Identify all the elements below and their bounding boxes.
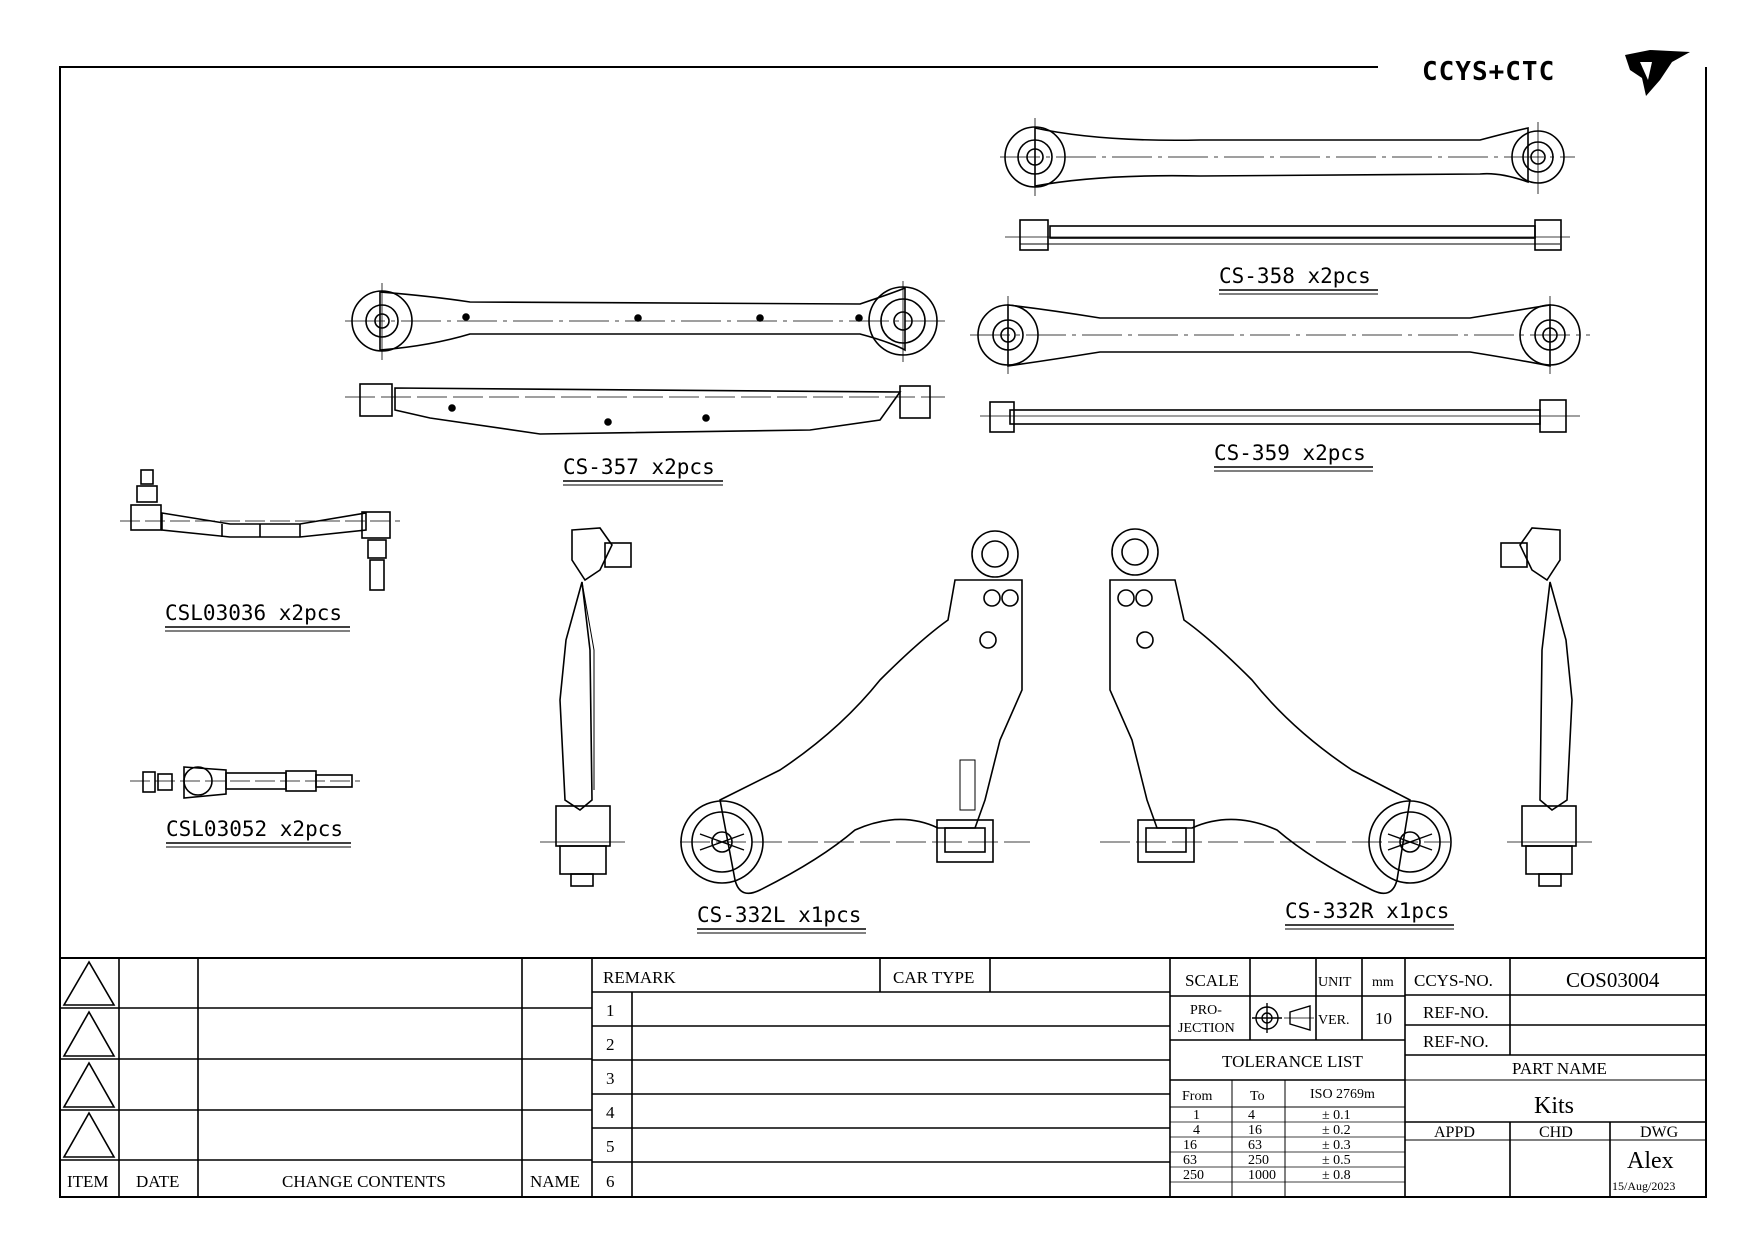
- right-upright-link-drawing: [1500, 527, 1592, 887]
- dwg-label: DWG: [1640, 1124, 1679, 1141]
- remark-block: [592, 958, 1171, 1197]
- cs-358-label: CS-358 x2pcs: [1219, 264, 1378, 295]
- remark-row-number: 1: [606, 1001, 615, 1020]
- left-upright-link-drawing: [540, 527, 632, 887]
- cs-359-label: CS-359 x2pcs: [1214, 441, 1373, 472]
- remark-texts: REMARK CAR TYPE 1 2 3 4 5 6: [603, 968, 974, 1191]
- tolerance-cell: 16: [1183, 1138, 1197, 1153]
- tolerance-cell: 63: [1183, 1153, 1197, 1168]
- id-block: [1405, 958, 1706, 1197]
- tolerance-cell: 250: [1183, 1168, 1204, 1183]
- tolerance-header: To: [1250, 1089, 1265, 1104]
- remark-row-number: 6: [606, 1172, 615, 1191]
- sheet-border: [59, 66, 1707, 1198]
- revision-block: [60, 958, 593, 1197]
- name-header: NAME: [530, 1172, 580, 1191]
- tolerance-header: From: [1182, 1089, 1212, 1104]
- revision-headers: ITEM DATE CHANGE CONTENTS NAME: [67, 1172, 580, 1191]
- brand-logo: CCYS+CTC: [1422, 50, 1690, 96]
- brand-mark-icon: [1625, 50, 1690, 96]
- tolerance-cell: 16: [1248, 1123, 1262, 1138]
- remark-row-number: 4: [606, 1103, 615, 1122]
- cs-332r-drawing: [1100, 528, 1452, 895]
- projection-symbol-icon: [1252, 1003, 1314, 1033]
- drawn-by-value: Alex: [1627, 1148, 1674, 1174]
- ccys-no-value: COS03004: [1566, 968, 1660, 992]
- tolerance-cell: 63: [1248, 1138, 1262, 1153]
- revision-triangle-icon: [62, 1061, 116, 1108]
- item-header: ITEM: [67, 1172, 109, 1191]
- appd-label: APPD: [1434, 1124, 1475, 1141]
- unit-label: UNIT: [1318, 975, 1352, 990]
- revision-triangle-icon: [62, 1010, 116, 1057]
- cs-332l-label: CS-332L x1pcs: [697, 903, 866, 934]
- cs-358-drawing: [1000, 118, 1575, 196]
- remark-row-number: 3: [606, 1069, 615, 1088]
- ref-no-label: REF-NO.: [1423, 1003, 1489, 1022]
- cs-357-drawing: [345, 281, 945, 362]
- part-label: CS-332R x1pcs: [1285, 899, 1449, 923]
- brand-logo-text: CCYS+CTC: [1422, 57, 1555, 87]
- ccys-no-label: CCYS-NO.: [1414, 971, 1493, 990]
- spec-texts: SCALE UNIT mm PRO- JECTION VER. 10 TOLER…: [1178, 971, 1394, 1183]
- csl03036-label: CSL03036 x2pcs: [165, 601, 350, 632]
- ver-value: 10: [1375, 1009, 1392, 1028]
- chd-label: CHD: [1539, 1124, 1573, 1141]
- part-label: CS-358 x2pcs: [1219, 264, 1371, 288]
- tolerance-cell: 250: [1248, 1153, 1269, 1168]
- spec-block: [1170, 958, 1406, 1197]
- tolerance-cell: 4: [1193, 1123, 1200, 1138]
- tolerance-cell: ± 0.8: [1322, 1168, 1351, 1183]
- csl03052-label: CSL03052 x2pcs: [166, 817, 351, 848]
- part-name-label: PART NAME: [1512, 1059, 1607, 1078]
- part-name-value: Kits: [1534, 1093, 1574, 1119]
- projection-label: PRO-: [1190, 1003, 1222, 1018]
- cs-357-label: CS-357 x2pcs: [563, 455, 723, 486]
- tolerance-header: ISO 2769m: [1310, 1087, 1375, 1102]
- cs-359-side-drawing: [980, 399, 1580, 433]
- tolerance-cell: 4: [1248, 1108, 1255, 1123]
- cs-359-drawing: [970, 296, 1590, 374]
- revision-triangle-icon: [62, 960, 116, 1006]
- tolerance-cell: ± 0.3: [1322, 1138, 1351, 1153]
- tolerance-cell: 1000: [1248, 1168, 1276, 1183]
- drawing-date: 15/Aug/2023: [1612, 1179, 1675, 1193]
- change-contents-header: CHANGE CONTENTS: [282, 1172, 446, 1191]
- remark-label: REMARK: [603, 968, 676, 987]
- csl03036-drawing: [120, 469, 400, 591]
- id-texts: CCYS-NO. COS03004 REF-NO. REF-NO. PART N…: [1414, 968, 1679, 1193]
- unit-value: mm: [1372, 975, 1394, 990]
- part-label: CS-359 x2pcs: [1214, 441, 1366, 465]
- csl03052-drawing: [130, 766, 360, 799]
- cs-332r-label: CS-332R x1pcs: [1285, 899, 1454, 930]
- remark-row-number: 2: [606, 1035, 615, 1054]
- revision-triangle-icon: [62, 1111, 116, 1158]
- cs-358-side-drawing: [1005, 219, 1570, 251]
- tolerance-cell: 1: [1193, 1108, 1200, 1123]
- ver-label: VER.: [1318, 1013, 1350, 1028]
- tolerance-cell: ± 0.1: [1322, 1108, 1351, 1123]
- part-label: CS-332L x1pcs: [697, 903, 861, 927]
- part-label: CSL03036 x2pcs: [165, 601, 342, 625]
- date-header: DATE: [136, 1172, 179, 1191]
- remark-row-number: 5: [606, 1137, 615, 1156]
- tolerance-cell: ± 0.5: [1322, 1153, 1351, 1168]
- ref-no-label: REF-NO.: [1423, 1032, 1489, 1051]
- tolerance-title: TOLERANCE LIST: [1222, 1052, 1363, 1071]
- part-label: CS-357 x2pcs: [563, 455, 715, 479]
- car-type-label: CAR TYPE: [893, 968, 974, 987]
- part-label: CSL03052 x2pcs: [166, 817, 343, 841]
- tolerance-cell: ± 0.2: [1322, 1123, 1351, 1138]
- scale-label: SCALE: [1185, 971, 1239, 990]
- cs-357-side-drawing: [345, 383, 945, 435]
- cs-332l-drawing: [680, 530, 1030, 895]
- projection-label: JECTION: [1178, 1021, 1235, 1036]
